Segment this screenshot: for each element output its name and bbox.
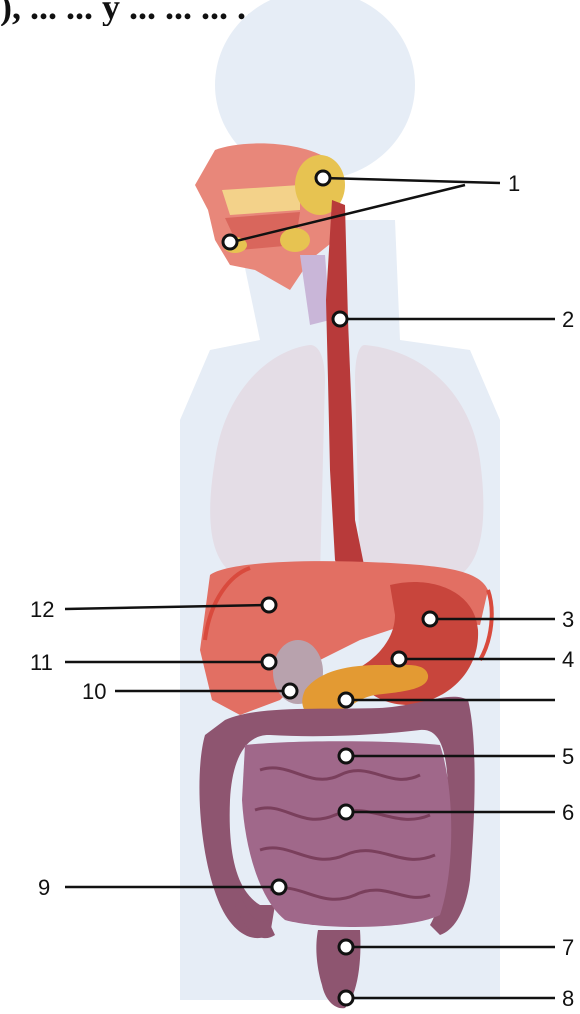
label-8: 8 [562,986,574,1011]
label-6: 6 [562,800,574,825]
label-12: 12 [30,597,54,622]
marker-1b [223,235,237,249]
label-7: 7 [562,935,574,960]
label-2: 2 [562,307,574,332]
label-11: 11 [30,650,53,675]
marker-5 [339,693,353,707]
marker-3 [423,612,437,626]
label-1: 1 [508,171,520,196]
marker-1a [316,171,330,185]
marker-11 [262,655,276,669]
label-9: 9 [38,875,50,900]
marker-10 [283,684,297,698]
marker-6-alt [339,805,353,819]
marker-4 [392,652,406,666]
marker-2 [333,312,347,326]
label-10: 10 [82,679,106,704]
label-5: 5 [562,744,574,769]
marker-12 [262,598,276,612]
marker-9 [272,880,286,894]
label-3: 3 [562,607,574,632]
label-4: 4 [562,647,574,672]
marker-6 [339,749,353,763]
marker-8 [339,991,353,1005]
marker-7 [339,940,353,954]
